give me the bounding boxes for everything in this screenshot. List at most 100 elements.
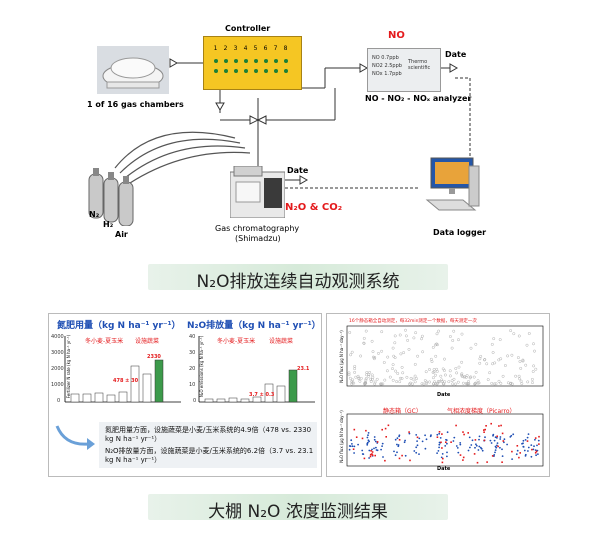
bar: [82, 393, 92, 403]
bar: [106, 394, 116, 403]
picarro-point: [415, 446, 418, 449]
picarro-point: [436, 452, 438, 454]
scatter-point: [365, 371, 369, 374]
picarro-point: [469, 446, 471, 449]
scatter-point: [494, 382, 498, 386]
picarro-point: [532, 448, 535, 451]
picarro-point: [510, 434, 513, 437]
scatter-point: [441, 382, 445, 386]
scatter-point: [448, 374, 452, 378]
picarro-point: [436, 433, 439, 436]
picarro-point: [367, 432, 370, 434]
analyzer-row: NO2 2.5ppb: [372, 63, 402, 69]
picarro-point: [499, 446, 501, 449]
scatter-point: [415, 377, 418, 381]
gc-caption-1: Gas chromatography: [215, 224, 300, 233]
static-point: [526, 440, 529, 442]
scatter-point: [371, 350, 375, 354]
picarro-point: [446, 455, 448, 458]
static-point: [401, 454, 403, 457]
bar: [142, 373, 152, 403]
scatter-point: [469, 375, 473, 379]
title-n2o: N₂O排放量（kg N ha⁻¹ yr⁻¹）: [187, 321, 321, 331]
scatter-point: [477, 381, 481, 385]
bar: [204, 398, 214, 403]
scatter-point: [398, 376, 402, 380]
scatter-point: [347, 371, 351, 375]
picarro-point: [478, 435, 481, 438]
static-point: [450, 441, 452, 443]
picarro-point: [424, 447, 427, 450]
caption-bar-bottom: 大棚 N₂O 浓度监测结果: [148, 494, 448, 522]
results-left-panel: 氮肥用量（kg N ha⁻¹ yr⁻¹） N₂O排放量（kg N ha⁻¹ yr…: [48, 313, 322, 477]
n2o-ytick: 30: [189, 350, 196, 356]
caption-top: N₂O排放连续自动观测系统: [196, 272, 400, 292]
scatter-point: [395, 380, 399, 384]
scatter-point: [377, 351, 380, 355]
scatter-point: [370, 377, 374, 381]
scatter-point: [460, 360, 464, 364]
picarro-point: [477, 449, 480, 451]
scatter-point: [431, 345, 435, 349]
picarro-point: [501, 455, 504, 457]
analyzer-row: NO 0.7ppb: [372, 55, 399, 61]
picarro-point: [348, 448, 351, 451]
scatter-point: [432, 382, 436, 386]
scatter-point: [526, 380, 530, 384]
scatter-point: [516, 356, 520, 360]
static-point: [497, 445, 499, 448]
bar: [228, 397, 238, 403]
scatter-point: [518, 360, 522, 363]
scatter-point: [414, 331, 418, 335]
scatter-point: [353, 364, 357, 368]
scatter-point: [440, 379, 444, 383]
scatter-point: [520, 382, 524, 386]
picarro-point: [530, 455, 533, 458]
scatter-point: [398, 333, 402, 337]
static-point: [462, 459, 464, 461]
picarro-point: [382, 456, 384, 458]
scatter-point: [380, 330, 384, 334]
scatter-point: [492, 382, 496, 386]
scatter-point: [521, 358, 525, 362]
analyzer-title: NO: [388, 30, 405, 41]
flux-scatter-top: [346, 325, 544, 387]
scatter-point: [411, 377, 415, 381]
picarro-point: [368, 449, 371, 452]
n2o-value-low: 3.7 ± 0.3: [249, 392, 275, 398]
picarro-point: [446, 451, 448, 454]
static-point: [370, 450, 372, 452]
static-point: [501, 461, 503, 463]
scatter-point: [517, 374, 521, 378]
scatter-point: [465, 374, 469, 377]
scatter-point: [372, 357, 376, 361]
scatter-point: [485, 362, 489, 366]
picarro-point: [496, 442, 499, 444]
picarro-point: [373, 447, 375, 450]
static-point: [445, 441, 447, 443]
static-point: [462, 456, 465, 459]
scatter-point: [527, 332, 531, 335]
scatter-point: [358, 379, 362, 383]
scatter-point: [350, 350, 354, 354]
picarro-point: [375, 449, 378, 451]
picarro-point: [530, 444, 533, 446]
scatter-point: [367, 374, 371, 378]
scatter-point: [391, 346, 395, 350]
scatter-point: [399, 352, 403, 356]
scatter-point: [409, 381, 413, 385]
picarro-point: [396, 437, 399, 440]
picarro-point: [418, 453, 420, 455]
scatter-point: [498, 338, 502, 342]
scatter-point: [370, 339, 374, 343]
bar: [264, 383, 274, 403]
scatter-point: [512, 332, 516, 336]
picarro-point: [537, 439, 540, 442]
static-point: [534, 437, 537, 439]
static-point: [369, 455, 372, 458]
static-point: [441, 461, 444, 464]
picarro-point: [527, 446, 530, 449]
static-point: [398, 439, 401, 441]
picarro-point: [467, 449, 470, 452]
scatter-point: [386, 355, 390, 359]
